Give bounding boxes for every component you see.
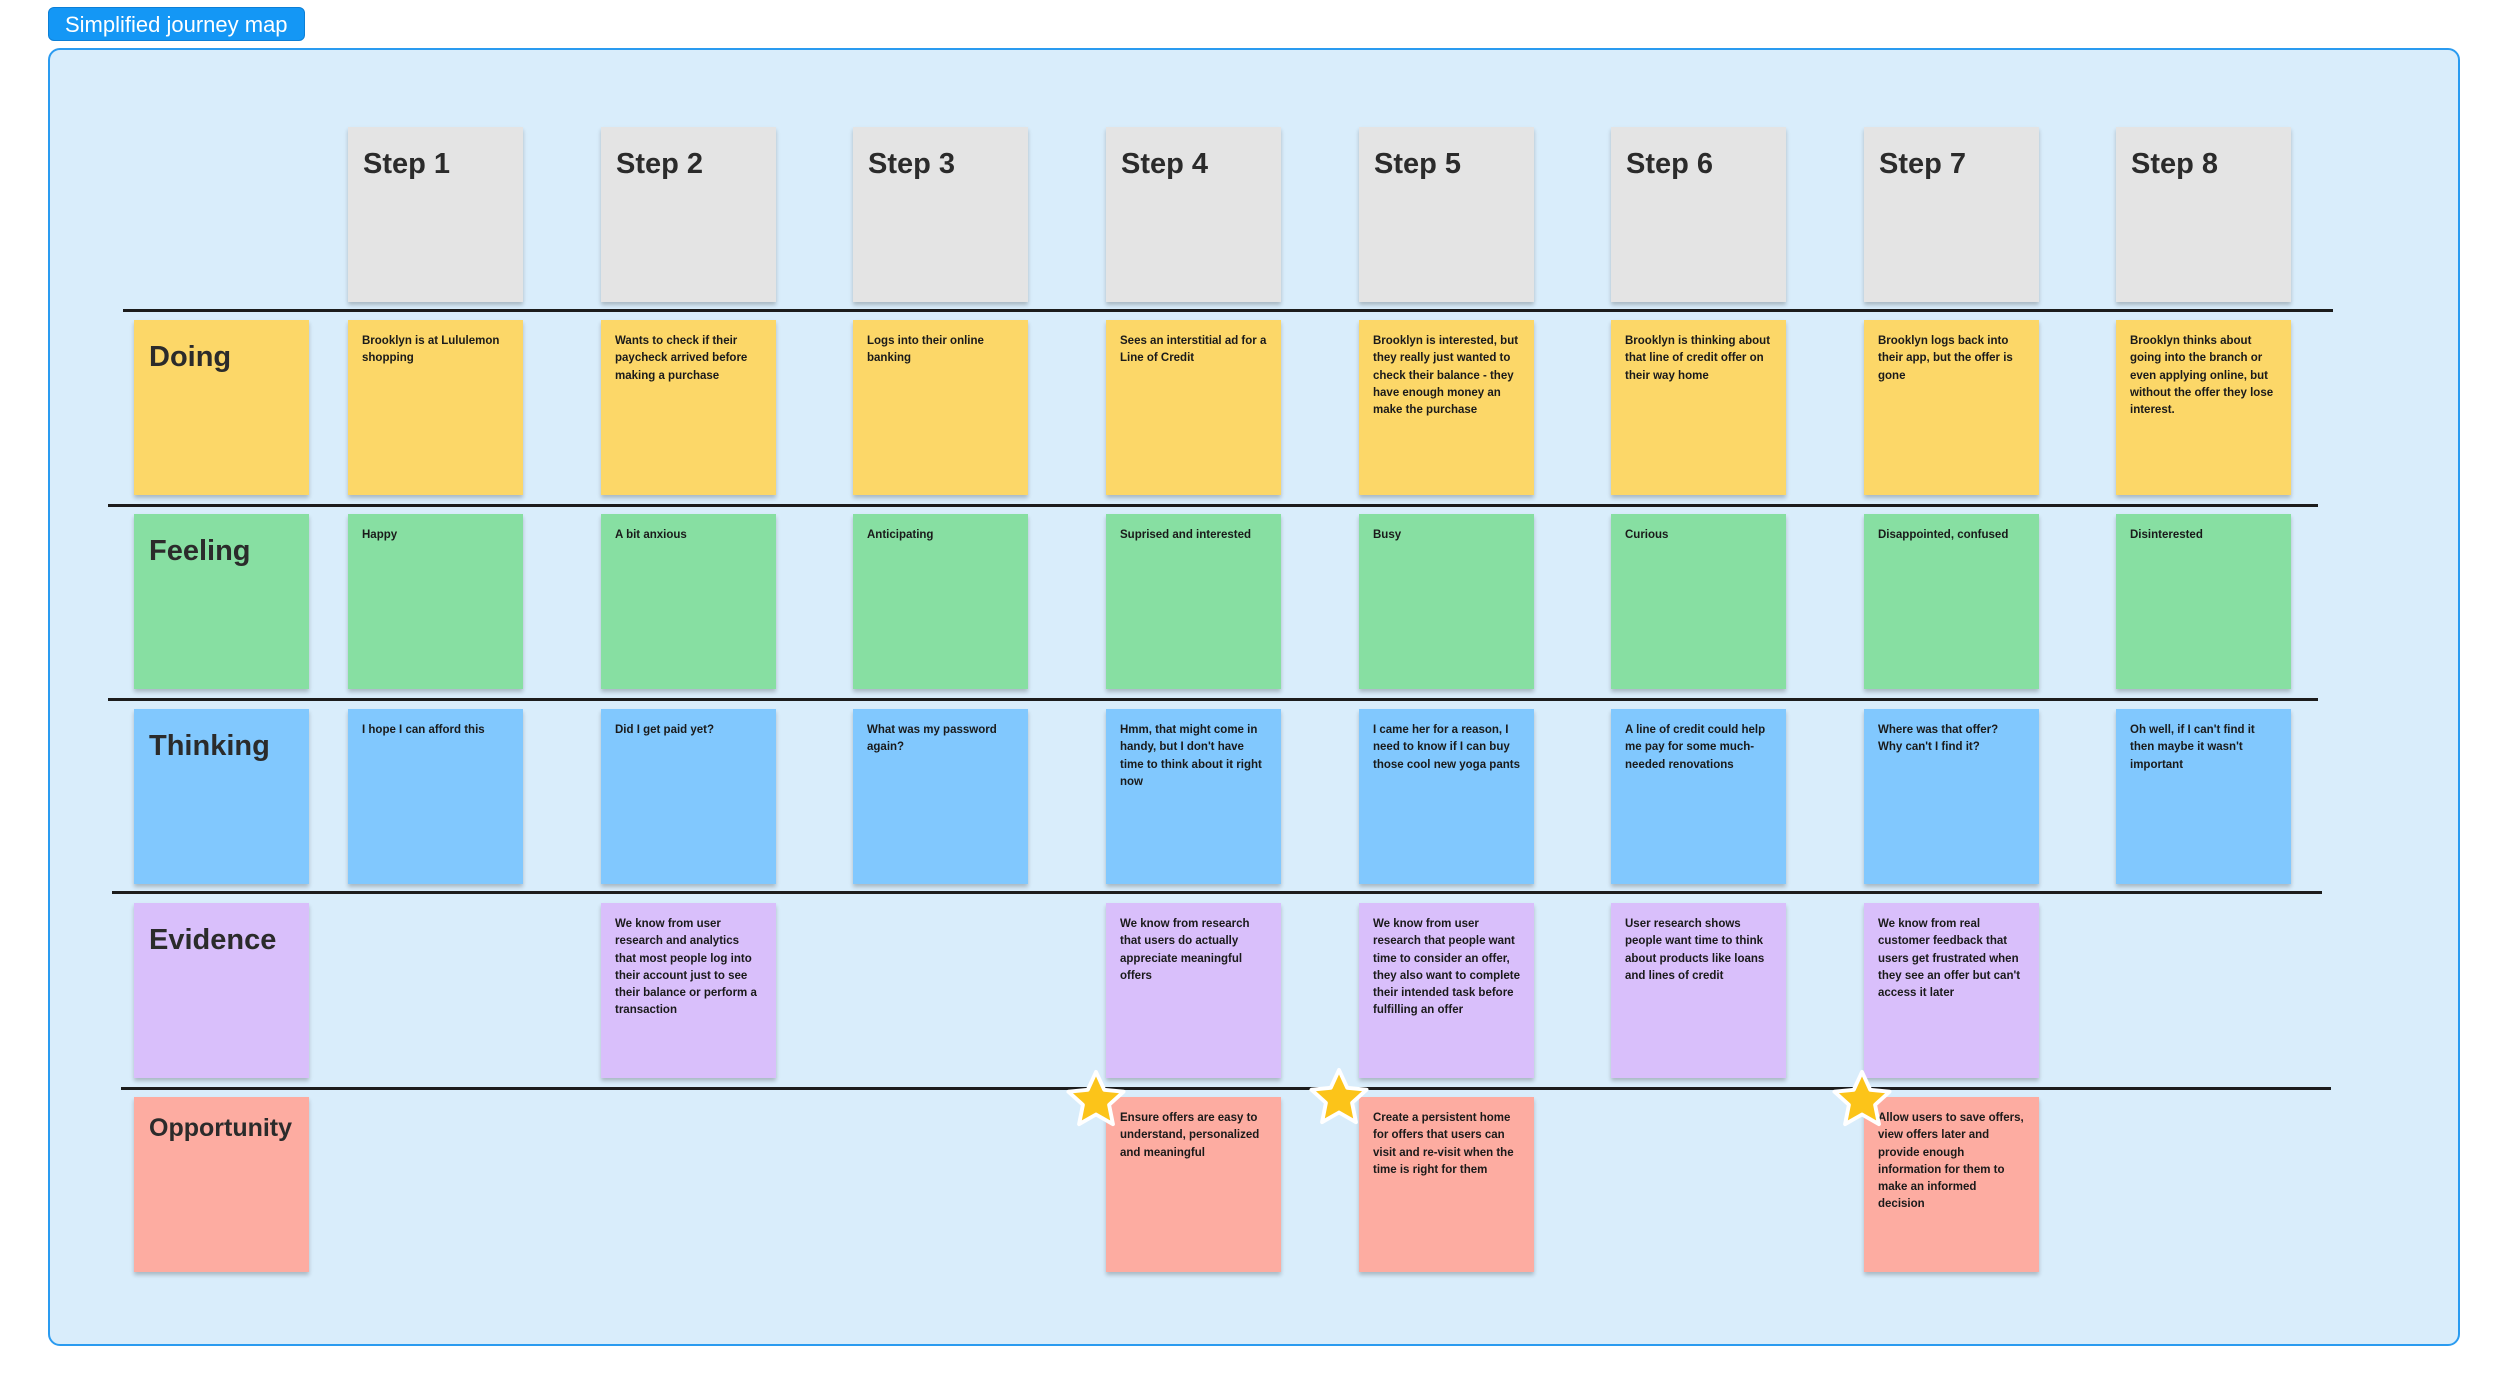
- row-label-thinking[interactable]: Thinking: [134, 709, 309, 884]
- step-2-header[interactable]: Step 2: [601, 127, 776, 302]
- step-6-header[interactable]: Step 6: [1611, 127, 1786, 302]
- thinking-step-2-note[interactable]: Did I get paid yet?: [601, 709, 776, 884]
- step-8-header[interactable]: Step 8: [2116, 127, 2291, 302]
- step-4-header[interactable]: Step 4: [1106, 127, 1281, 302]
- row-divider-opportunity[interactable]: [121, 1087, 2331, 1090]
- opportunity-step-5-note[interactable]: Create a persistent home for offers that…: [1359, 1097, 1534, 1272]
- row-divider-evidence[interactable]: [112, 891, 2322, 894]
- row-label-evidence[interactable]: Evidence: [134, 903, 309, 1078]
- row-label-feeling[interactable]: Feeling: [134, 514, 309, 689]
- evidence-step-4-note[interactable]: We know from research that users do actu…: [1106, 903, 1281, 1078]
- doing-step-3-note[interactable]: Logs into their online banking: [853, 320, 1028, 495]
- thinking-step-5-note[interactable]: I came her for a reason, I need to know …: [1359, 709, 1534, 884]
- row-label-opportunity[interactable]: Opportunity: [134, 1097, 309, 1272]
- feeling-step-4-note[interactable]: Suprised and interested: [1106, 514, 1281, 689]
- evidence-step-5-note[interactable]: We know from user research that people w…: [1359, 903, 1534, 1078]
- row-divider-thinking[interactable]: [108, 698, 2318, 701]
- thinking-step-3-note[interactable]: What was my password again?: [853, 709, 1028, 884]
- step-3-header[interactable]: Step 3: [853, 127, 1028, 302]
- evidence-step-2-note[interactable]: We know from user research and analytics…: [601, 903, 776, 1078]
- feeling-step-1-note[interactable]: Happy: [348, 514, 523, 689]
- row-label-doing[interactable]: Doing: [134, 320, 309, 495]
- doing-step-8-note[interactable]: Brooklyn thinks about going into the bra…: [2116, 320, 2291, 495]
- feeling-step-8-note[interactable]: Disinterested: [2116, 514, 2291, 689]
- row-divider-doing[interactable]: [123, 309, 2333, 312]
- frame-title-label[interactable]: Simplified journey map: [48, 7, 305, 41]
- doing-step-1-note[interactable]: Brooklyn is at Lululemon shopping: [348, 320, 523, 495]
- thinking-step-7-note[interactable]: Where was that offer? Why can't I find i…: [1864, 709, 2039, 884]
- opportunity-step-7-note[interactable]: Allow users to save offers, view offers …: [1864, 1097, 2039, 1272]
- evidence-step-6-note[interactable]: User research shows people want time to …: [1611, 903, 1786, 1078]
- feeling-step-7-note[interactable]: Disappointed, confused: [1864, 514, 2039, 689]
- thinking-step-1-note[interactable]: I hope I can afford this: [348, 709, 523, 884]
- step-7-header[interactable]: Step 7: [1864, 127, 2039, 302]
- opportunity-step-4-note[interactable]: Ensure offers are easy to understand, pe…: [1106, 1097, 1281, 1272]
- step-1-header[interactable]: Step 1: [348, 127, 523, 302]
- row-divider-feeling[interactable]: [108, 504, 2318, 507]
- thinking-step-8-note[interactable]: Oh well, if I can't find it then maybe i…: [2116, 709, 2291, 884]
- star-icon[interactable]: [1308, 1066, 1370, 1128]
- feeling-step-3-note[interactable]: Anticipating: [853, 514, 1028, 689]
- doing-step-4-note[interactable]: Sees an interstitial ad for a Line of Cr…: [1106, 320, 1281, 495]
- feeling-step-5-note[interactable]: Busy: [1359, 514, 1534, 689]
- star-icon[interactable]: [1831, 1068, 1893, 1130]
- feeling-step-2-note[interactable]: A bit anxious: [601, 514, 776, 689]
- thinking-step-6-note[interactable]: A line of credit could help me pay for s…: [1611, 709, 1786, 884]
- feeling-step-6-note[interactable]: Curious: [1611, 514, 1786, 689]
- doing-step-5-note[interactable]: Brooklyn is interested, but they really …: [1359, 320, 1534, 495]
- doing-step-2-note[interactable]: Wants to check if their paycheck arrived…: [601, 320, 776, 495]
- doing-step-7-note[interactable]: Brooklyn logs back into their app, but t…: [1864, 320, 2039, 495]
- evidence-step-7-note[interactable]: We know from real customer feedback that…: [1864, 903, 2039, 1078]
- thinking-step-4-note[interactable]: Hmm, that might come in handy, but I don…: [1106, 709, 1281, 884]
- step-5-header[interactable]: Step 5: [1359, 127, 1534, 302]
- star-icon[interactable]: [1065, 1068, 1127, 1130]
- doing-step-6-note[interactable]: Brooklyn is thinking about that line of …: [1611, 320, 1786, 495]
